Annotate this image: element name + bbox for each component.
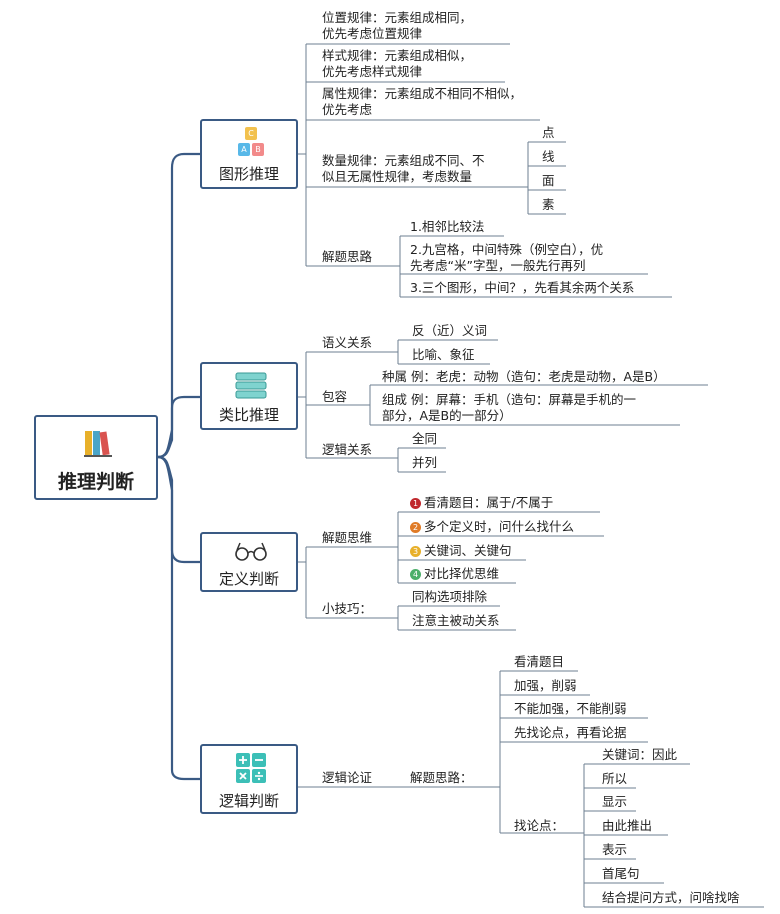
stack-icon: [235, 372, 267, 399]
keyword-item[interactable]: 所以: [602, 771, 628, 786]
node-title: 图形推理: [218, 165, 279, 183]
keyword-item[interactable]: 由此推出: [602, 818, 653, 833]
number-badge-icon: 1: [410, 498, 421, 509]
quantity-item[interactable]: 素: [542, 197, 555, 212]
books-icon: [84, 431, 112, 457]
rule-attribute[interactable]: 属性规律：元素组成不相同不相似， 优先考虑: [322, 86, 523, 117]
abc-blocks-icon: C A B: [234, 127, 268, 159]
semantic-label[interactable]: 语义关系: [322, 335, 373, 350]
semantic-item[interactable]: 比喻、象征: [412, 347, 475, 362]
node-title: 定义判断: [218, 570, 279, 588]
keyword-item[interactable]: 显示: [602, 794, 628, 809]
rule-position[interactable]: 位置规律：元素组成相同， 优先考虑位置规律: [322, 10, 473, 41]
logic-step[interactable]: 加强，削弱: [514, 678, 577, 693]
contain-item[interactable]: 种属 例：老虎：动物（造句：老虎是动物，A是B）: [382, 369, 666, 384]
rule-quantity[interactable]: 数量规律：元素组成不同、不 似且无属性规律，考虑数量: [322, 153, 485, 184]
calculator-icon: [236, 753, 266, 783]
logic-relation-label[interactable]: 逻辑关系: [322, 442, 373, 457]
logic-step[interactable]: 不能加强，不能削弱: [514, 701, 627, 716]
number-badge-icon: 4: [410, 569, 421, 580]
quantity-item[interactable]: 面: [542, 173, 555, 188]
semantic-item[interactable]: 反（近）义词: [412, 323, 488, 338]
tip-item[interactable]: 同构选项排除: [412, 589, 488, 604]
keyword-item[interactable]: 表示: [602, 842, 628, 857]
node-graphic-reasoning[interactable]: C A B 图形推理: [200, 119, 298, 189]
node-analogy-reasoning[interactable]: 类比推理: [200, 362, 298, 430]
method-label[interactable]: 解题思路: [322, 249, 373, 264]
tips-label[interactable]: 小技巧：: [322, 601, 373, 616]
glasses-icon: [235, 542, 267, 561]
method-label[interactable]: 解题思维: [322, 530, 373, 545]
number-badge-icon: 2: [410, 522, 421, 533]
contain-label[interactable]: 包容: [322, 389, 348, 404]
method-label[interactable]: 解题思路：: [410, 770, 473, 785]
keyword-item[interactable]: 结合提问方式，问啥找啥: [602, 890, 740, 905]
node-title: 类比推理: [218, 406, 279, 424]
logic-relation-item[interactable]: 全同: [412, 431, 438, 446]
number-badge-icon: 3: [410, 546, 421, 557]
logic-step[interactable]: 看清题目: [514, 654, 565, 669]
quantity-item[interactable]: 线: [542, 149, 555, 164]
find-thesis-label[interactable]: 找论点：: [514, 818, 565, 833]
node-title: 逻辑判断: [218, 792, 279, 810]
keyword-item[interactable]: 关键词：因此: [602, 747, 678, 762]
quantity-item[interactable]: 点: [542, 125, 555, 140]
logic-step[interactable]: 先找论点，再看论据: [514, 725, 627, 740]
root-node[interactable]: 推理判断: [34, 415, 158, 500]
method-item[interactable]: 2.九宫格，中间特殊（例空白），优 先考虑“米”字型，一般先行再列: [410, 242, 604, 273]
tip-item[interactable]: 注意主被动关系: [412, 613, 500, 628]
logic-relation-item[interactable]: 并列: [412, 455, 438, 470]
keyword-item[interactable]: 首尾句: [602, 866, 640, 881]
argument-label[interactable]: 逻辑论证: [322, 770, 373, 785]
method-item[interactable]: 1.相邻比较法: [410, 219, 485, 234]
rule-style[interactable]: 样式规律：元素组成相似， 优先考虑样式规律: [322, 48, 473, 79]
method-item[interactable]: 3.三个图形，中间？，先看其余两个关系: [410, 280, 635, 295]
node-definition-judgment[interactable]: 定义判断: [200, 532, 298, 592]
contain-item[interactable]: 组成 例：屏幕：手机（造句：屏幕是手机的一 部分，A是B的一部分）: [382, 392, 636, 423]
node-logic-judgment[interactable]: 逻辑判断: [200, 744, 298, 814]
root-title: 推理判断: [57, 471, 134, 493]
